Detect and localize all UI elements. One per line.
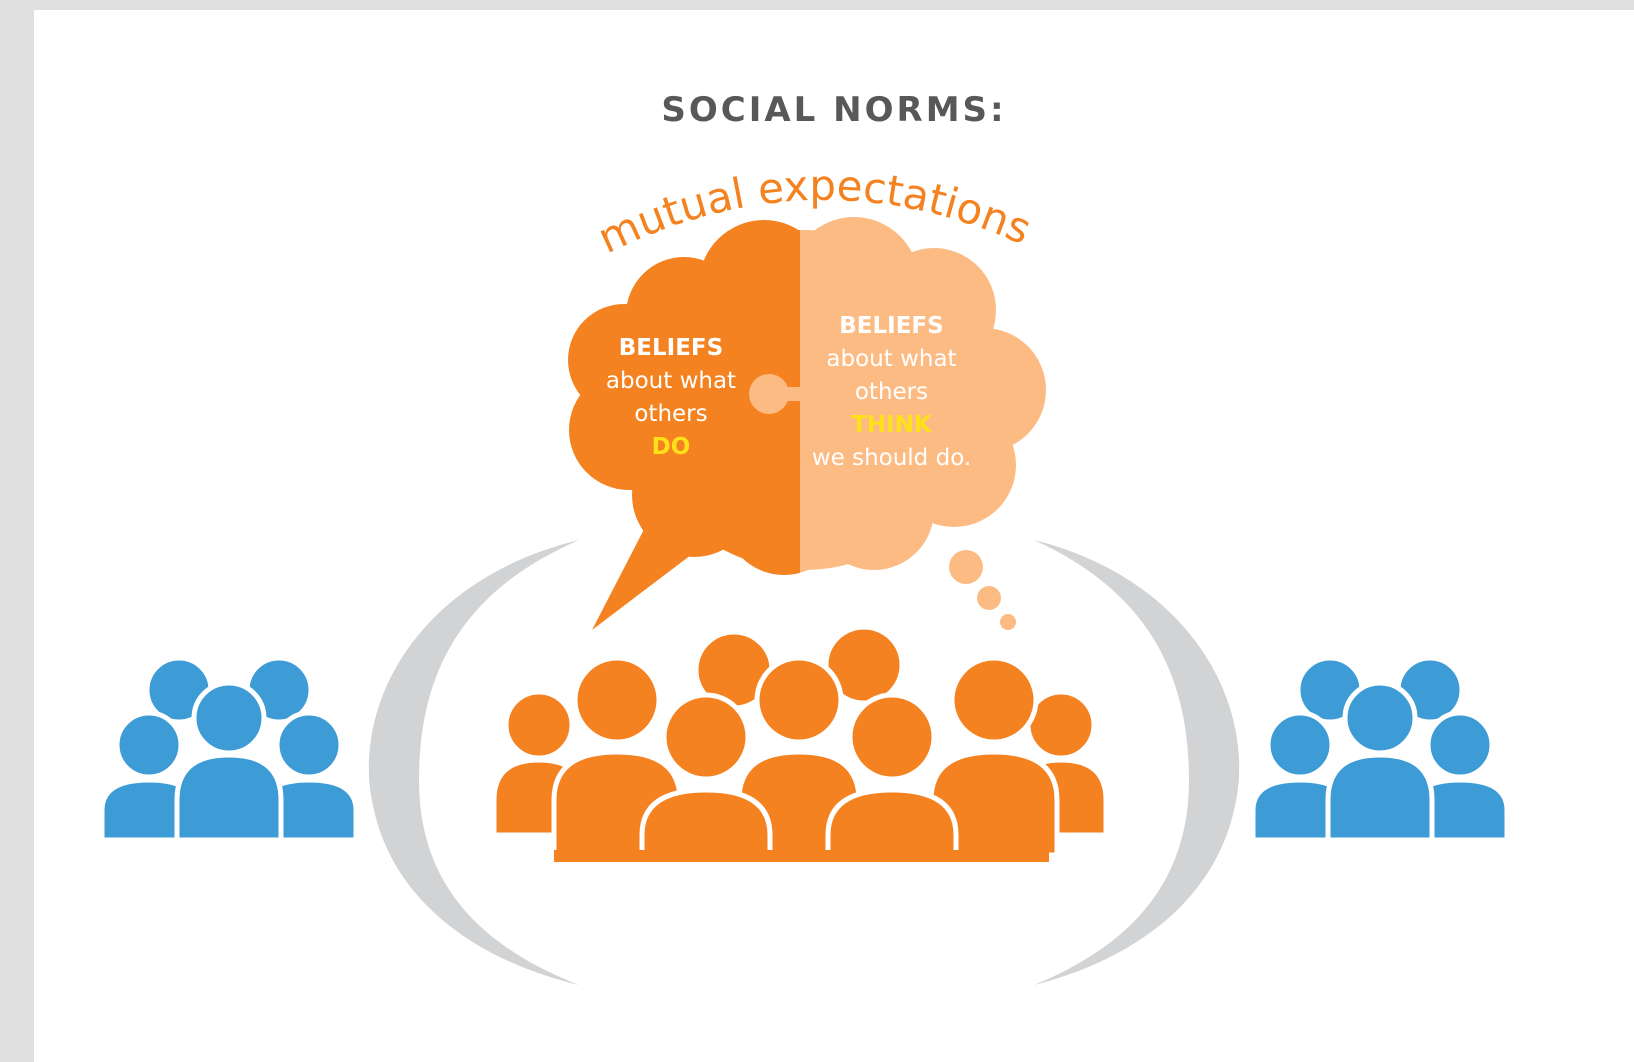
thought-dot-medium <box>977 586 1001 610</box>
outside-group-right-icon <box>1250 655 1510 843</box>
right-bubble-line3: we should do. <box>811 445 972 471</box>
left-bubble-line2: others <box>634 401 708 427</box>
reference-group-icon <box>491 624 1109 863</box>
normative-expectations-text: BELIEFS about what others THINK we shoul… <box>804 310 979 475</box>
right-bubble-emphasis: THINK <box>851 412 932 438</box>
norms-illustration: mutual expectations <box>99 161 1510 985</box>
empirical-expectations-text: BELIEFS about what others DO <box>586 332 756 464</box>
outside-group-left-icon <box>99 655 359 843</box>
page-title: SOCIAL NORMS: <box>661 90 1007 130</box>
cloud-connector-knob <box>749 374 789 414</box>
right-bubble-line1: about what <box>826 346 957 372</box>
infographic-page: SOCIAL NORMS: mutual expec <box>34 10 1634 1062</box>
reference-group-base <box>554 850 1049 862</box>
left-bubble-emphasis: DO <box>651 434 691 460</box>
thought-dot-small <box>1000 614 1016 630</box>
left-bubble-line1: about what <box>605 368 737 394</box>
thought-dot-large <box>949 550 983 584</box>
left-bubble-heading: BELIEFS <box>618 335 724 361</box>
right-bubble-line2: others <box>854 379 929 405</box>
right-bracket <box>1034 540 1240 985</box>
right-bubble-heading: BELIEFS <box>839 313 944 339</box>
left-bracket <box>368 540 579 985</box>
